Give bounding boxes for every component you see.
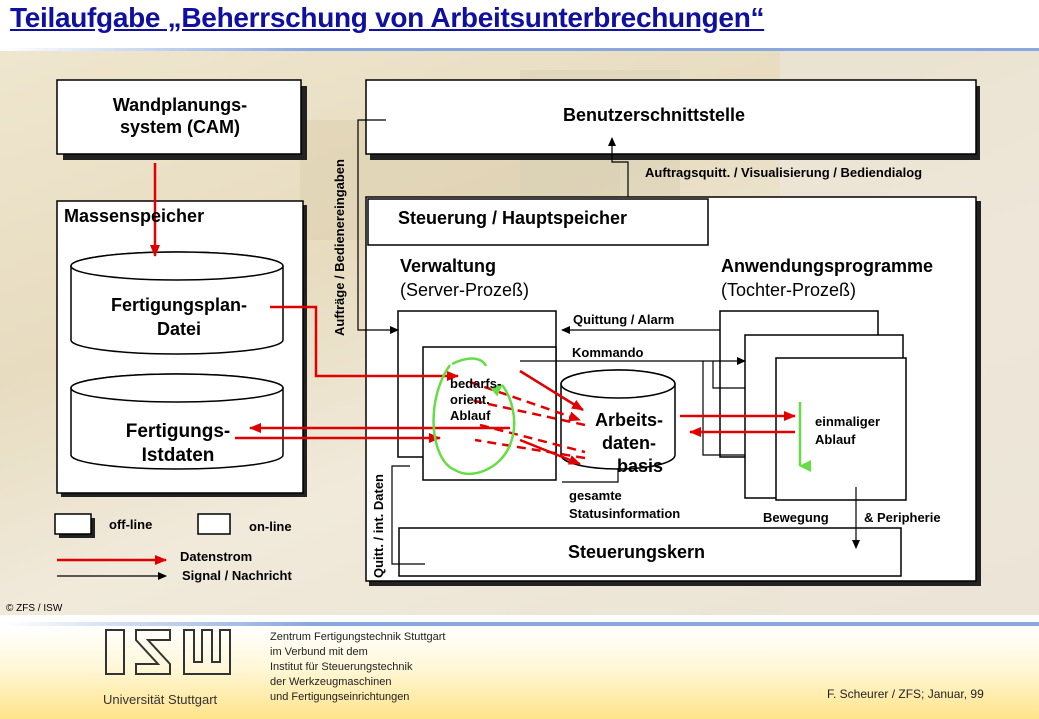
fist-label: Fertigungs- Istdaten [110,420,246,468]
cam-box-label: Wandplanungs- system (CAM) [98,94,262,138]
fplan-label: Fertigungsplan- Datei [98,293,260,341]
legend-signal-label: Signal / Nachricht [182,568,292,583]
arbeit-label-line1: Arbeits- [594,410,663,430]
legend-offline-box [54,513,92,535]
legend-online-box [197,513,231,535]
steuerungskern-label: Steuerungskern [568,542,706,562]
auftraege-line [357,119,399,334]
gesamte-label-line2: Statusinformation [569,506,681,521]
kern-box [398,527,902,577]
anwendung-label-line2: (Tochter-Prozeß) [721,280,857,300]
cycle-arrow-top [451,357,488,367]
fist-label-line2: Istdaten [141,445,215,466]
einmalig-label: einmaliger Ablauf [815,413,880,449]
quittung-label: Quittung / Alarm [573,312,675,327]
gesamte-label-line1: gesamte [569,488,622,503]
verw-arbeit-arrow-1 [519,369,584,412]
int-daten-line [391,465,425,565]
legend-offline-label: off-line [109,517,153,532]
cam-box [56,79,302,155]
copyright: © ZFS / ISW [6,603,63,614]
institute-line2: im Verbund mit dem [270,646,368,658]
arbeit-label-line3: basis [616,456,664,476]
anw3-box [775,357,907,501]
auftraege-label: Aufträge / Bedienereingaben [332,159,347,336]
bedarf-label-line3: Ablauf [450,408,491,423]
benutzer-box [365,79,977,155]
verwaltung-label-line1: Verwaltung [400,256,497,276]
auftragsquitt-label: Auftragsquitt. / Visualisierung / Bedien… [645,165,923,180]
anwendung-label-line1: Anwendungsprogramme [721,256,934,276]
benutzer-label: Benutzerschnittstelle [563,105,746,125]
bedarf-label-line2: orient. [450,392,490,407]
kommando-label: Kommando [572,345,644,360]
fist-label-line1: Fertigungs- [125,421,231,442]
bewegung-label: Bewegung [763,510,829,525]
institute-line1: Zentrum Fertigungstechnik Stuttgart [270,631,446,643]
bedarf-label: bedarfs- orient. Ablauf [450,376,501,424]
footer-divider [0,622,1039,626]
anw-left-line [702,361,745,456]
massenspeicher-label: Massenspeicher [64,206,205,226]
cam-label-line1: Wandplanungs- [112,95,248,115]
verw-arbeit-dashed-2 [469,398,586,427]
university-label: Universität Stuttgart [103,692,218,707]
bedarf-label-line1: bedarfs- [450,376,502,391]
verwaltung-label: Verwaltung (Server-Prozeß) [400,254,529,302]
einmalig-label-line1: einmaliger [815,414,881,429]
gesamte-status-label: gesamte Statusinformation [569,487,680,523]
einmalig-label-line2: Ablauf [815,432,856,447]
author-label: F. Scheurer / ZFS; Januar, 99 [827,687,984,701]
cam-label-line2: system (CAM) [119,117,241,137]
cycle-arrow [432,364,516,476]
verw-arbeit-dashed-1 [469,380,581,422]
footer-band [0,626,1039,719]
title-divider [0,48,1039,51]
anwendung-label: Anwendungsprogramme (Tochter-Prozeß) [721,254,933,302]
institute-line5: und Fertigungseinrichtungen [270,691,410,703]
institute-line4: der Werkzeugmaschinen [270,676,392,688]
verwaltung-label-line2: (Server-Prozeß) [400,280,530,300]
institute-text: Zentrum Fertigungstechnik Stuttgart im V… [270,630,445,705]
gesamte-status-line [562,468,619,483]
institute-line3: Institut für Steuerungstechnik [270,661,413,673]
steuerung-haupt-box [367,198,709,246]
legend-online-label: on-line [249,519,292,534]
fplan-label-line2: Datei [156,319,201,339]
auftragsquitt-line [608,137,629,197]
fplan-to-verwaltung-arrow [270,305,459,381]
arbeitsdaten-label: Arbeits- daten- basis [585,409,673,478]
quitt-int-label: Quitt. / int. Daten [371,474,386,578]
fplan-label-line1: Fertigungsplan- [111,295,247,315]
slide-title: Teilaufgabe „Beherrschung von Arbeitsunt… [10,2,765,33]
legend-datenstrom-label: Datenstrom [180,549,253,564]
verw-arbeit-dashed-4 [474,438,586,460]
peripherie-label: & Peripherie [864,510,941,525]
verw-arbeit-dashed-3 [479,423,586,454]
arbeit-label-line2: daten- [602,433,656,453]
steuerung-haupt-label: Steuerung / Hauptspeicher [398,208,628,228]
isw-logo-icon [105,629,231,675]
anw-left-line2 [712,361,745,389]
